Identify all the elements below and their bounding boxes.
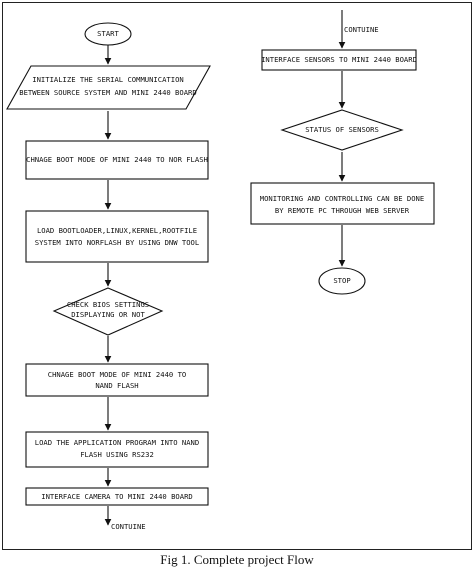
monitor-label-2: BY REMOTE PC THROUGH WEB SERVER: [275, 206, 410, 215]
sensors-label: INTERFACE SENSORS TO MINI 2440 BOARD: [261, 55, 417, 64]
stop-terminal: [318, 267, 366, 295]
check-bios-label-2: DISPLAYING OR NOT: [71, 310, 145, 319]
init-serial-io: [6, 65, 211, 110]
boot-nor-label: CHNAGE BOOT MODE OF MINI 2440 TO NOR FLA…: [26, 155, 208, 164]
continue-bottom-label: CONTUINE: [111, 522, 146, 531]
boot-nor-process: [25, 140, 209, 180]
start-label: START: [97, 29, 119, 38]
status-label: STATUS OF SENSORS: [305, 125, 379, 134]
continue-top-label: CONTUINE: [344, 25, 379, 34]
boot-nand-label-2: NAND FLASH: [95, 381, 138, 390]
monitor-process: [250, 182, 435, 225]
start-terminal: [84, 22, 132, 46]
status-decision: [280, 109, 404, 151]
stop-label: STOP: [333, 276, 350, 285]
check-bios-label-1: CHECK BIOS SETTINGS: [67, 300, 149, 309]
load-app-label-1: LOAD THE APPLICATION PROGRAM INTO NAND: [35, 438, 199, 447]
check-bios-decision: [52, 287, 164, 336]
init-serial-label-2: BETWEEN SOURCE SYSTEM AND MINI 2440 BOAR…: [19, 88, 196, 97]
camera-label: INTERFACE CAMERA TO MINI 2440 BOARD: [41, 492, 192, 501]
monitor-label-1: MONITORING AND CONTROLLING CAN BE DONE: [260, 194, 424, 203]
load-boot-label-2: SYSTEM INTO NORFLASH BY USING DNW TOOL: [35, 238, 199, 247]
figure-caption: Fig 1. Complete project Flow: [160, 552, 314, 567]
load-boot-process: [25, 210, 209, 263]
load-app-process: [25, 431, 209, 468]
init-serial-label-1: INITIALIZE THE SERIAL COMMUNICATION: [32, 75, 183, 84]
load-boot-label-1: LOAD BOOTLOADER,LINUX,KERNEL,ROOTFILE: [37, 226, 197, 235]
flowchart: START INITIALIZE THE SERIAL COMMUNICATIO…: [6, 10, 435, 531]
camera-process: [25, 487, 209, 506]
boot-nand-process: [25, 363, 209, 397]
sensors-process: [261, 49, 417, 71]
load-app-label-2: FLASH USING RS232: [80, 450, 154, 459]
boot-nand-label-1: CHNAGE BOOT MODE OF MINI 2440 TO: [48, 370, 186, 379]
figure-frame: [2, 2, 472, 550]
